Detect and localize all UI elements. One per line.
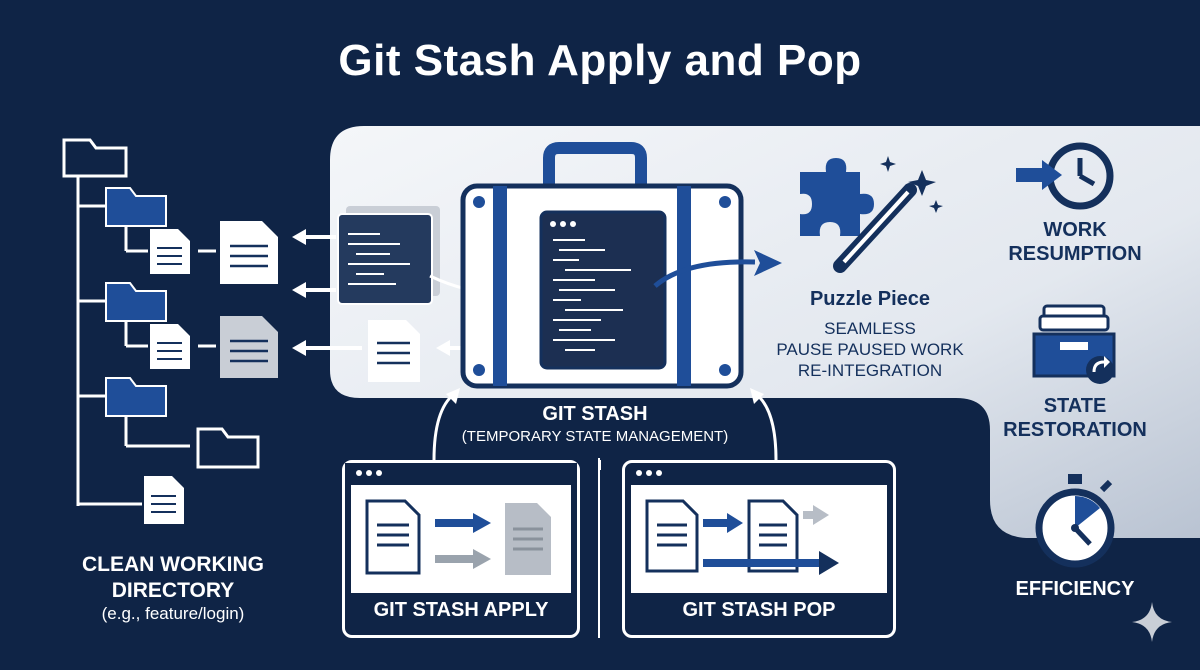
pop-panel: GIT STASH POP [622, 460, 896, 638]
directory-example: (e.g., feature/login) [101, 604, 245, 623]
apply-diagram [345, 463, 577, 593]
panel-to-stash-arrows [432, 388, 778, 470]
sparkle-icon [1132, 602, 1172, 642]
benefit-3-label: EFFICIENCY [1015, 578, 1135, 600]
pop-diagram [631, 470, 887, 593]
puzzle-line3: RE-INTEGRATION [797, 361, 943, 380]
puzzle-label: Puzzle Piece [809, 288, 931, 310]
stash-suitcase-icon [460, 142, 755, 389]
archive-box-icon [1032, 304, 1116, 384]
benefit-2-line1: STATE [1043, 395, 1107, 417]
pop-label: GIT STASH POP [682, 599, 836, 621]
puzzle-line1: SEAMLESS [824, 319, 916, 338]
benefit-1-line2: RESUMPTION [1008, 243, 1142, 265]
directory-heading-line2: DIRECTORY [111, 579, 235, 602]
page-title: Git Stash Apply and Pop [338, 36, 862, 85]
git-stash-sublabel: (TEMPORARY STATE MANAGEMENT) [461, 428, 729, 445]
arrow-right-icon [754, 250, 782, 276]
panel-divider [598, 458, 600, 638]
stash-to-files-arrows [292, 206, 551, 382]
apply-panel: GIT STASH APPLY [342, 460, 580, 638]
folder-icon [62, 138, 128, 178]
directory-heading-line1: CLEAN WORKING [82, 553, 264, 576]
stopwatch-icon [1035, 474, 1115, 568]
benefit-2-line2: RESTORATION [1003, 419, 1147, 441]
git-stash-label: GIT STASH [542, 403, 648, 425]
benefit-1-line1: WORK [1043, 219, 1107, 241]
puzzle-wand-icon [800, 156, 943, 273]
apply-label: GIT STASH APPLY [373, 599, 549, 621]
directory-tree [62, 138, 278, 524]
clock-arrow-icon [1016, 142, 1114, 210]
puzzle-line2: PAUSE PAUSED WORK [776, 340, 964, 359]
